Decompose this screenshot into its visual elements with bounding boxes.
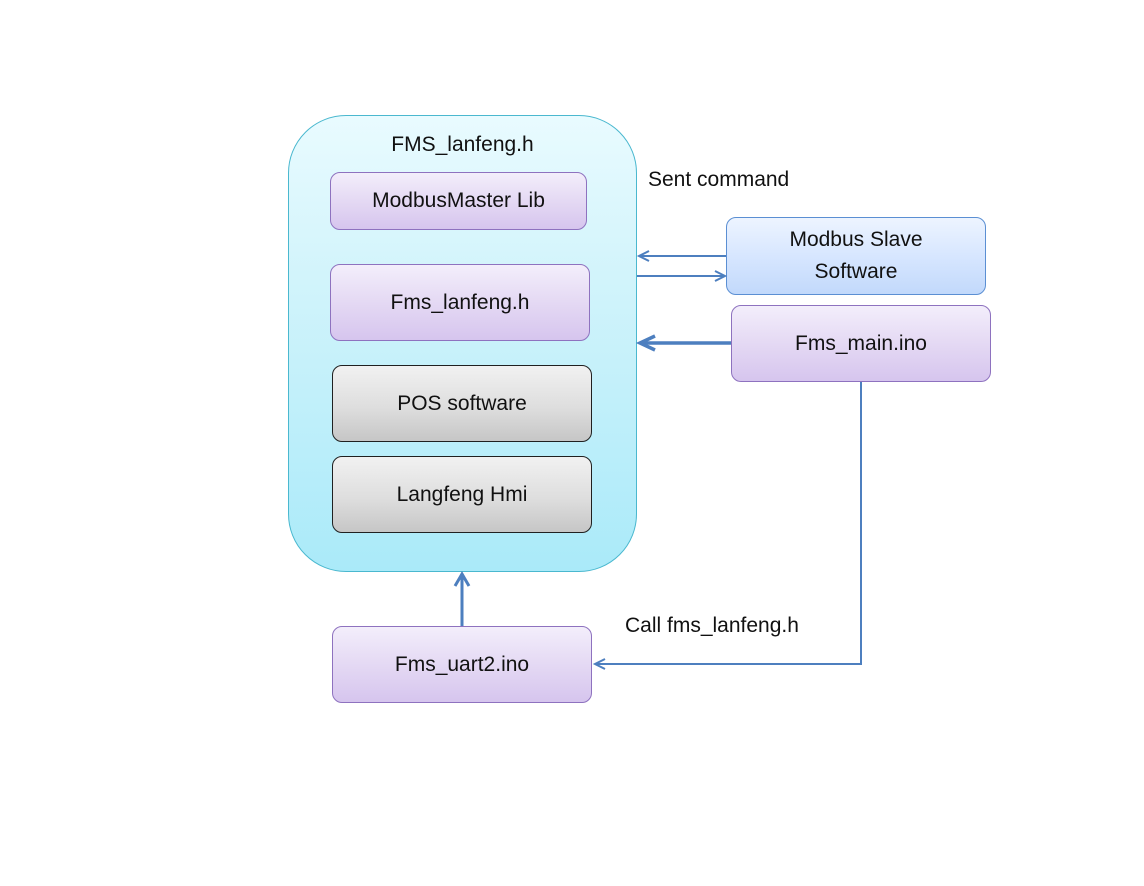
langfeng-hmi-label: Langfeng Hmi — [396, 482, 528, 506]
modbusmaster-lib-box: ModbusMaster Lib — [330, 172, 587, 230]
fms-lanfeng-label: Fms_lanfeng.h — [390, 290, 530, 314]
modbus-slave-label-line1: Modbus Slave — [789, 228, 923, 251]
modbusmaster-lib-label: ModbusMaster Lib — [372, 189, 545, 212]
fms-main-box: Fms_main.ino — [731, 305, 991, 382]
arrow-fms-main-to-container — [635, 334, 731, 352]
fms-lanfeng-box: Fms_lanfeng.h — [330, 264, 590, 341]
pos-software-label: POS software — [397, 391, 527, 415]
langfeng-hmi-box: Langfeng Hmi — [332, 456, 592, 533]
modbus-slave-label-line2: Software — [814, 260, 898, 283]
pos-software-box: POS software — [332, 365, 592, 442]
sent-command-label: Sent command — [648, 168, 790, 191]
call-fms-lanfeng-label: Call fms_lanfeng.h — [625, 614, 799, 637]
arrow-fms-uart2-to-container — [453, 571, 471, 626]
fms-uart2-label: Fms_uart2.ino — [394, 652, 530, 676]
container-title: FMS_lanfeng.h — [391, 133, 534, 156]
fms-uart2-box: Fms_uart2.ino — [332, 626, 592, 703]
modbus-slave-software-box: Modbus Slave Software — [726, 217, 986, 295]
fms-main-label: Fms_main.ino — [795, 331, 927, 355]
arrow-fms-main-to-fms-uart2 — [592, 382, 862, 670]
arrow-container-to-modbus — [637, 270, 728, 282]
arrow-modbus-to-container — [636, 250, 726, 262]
